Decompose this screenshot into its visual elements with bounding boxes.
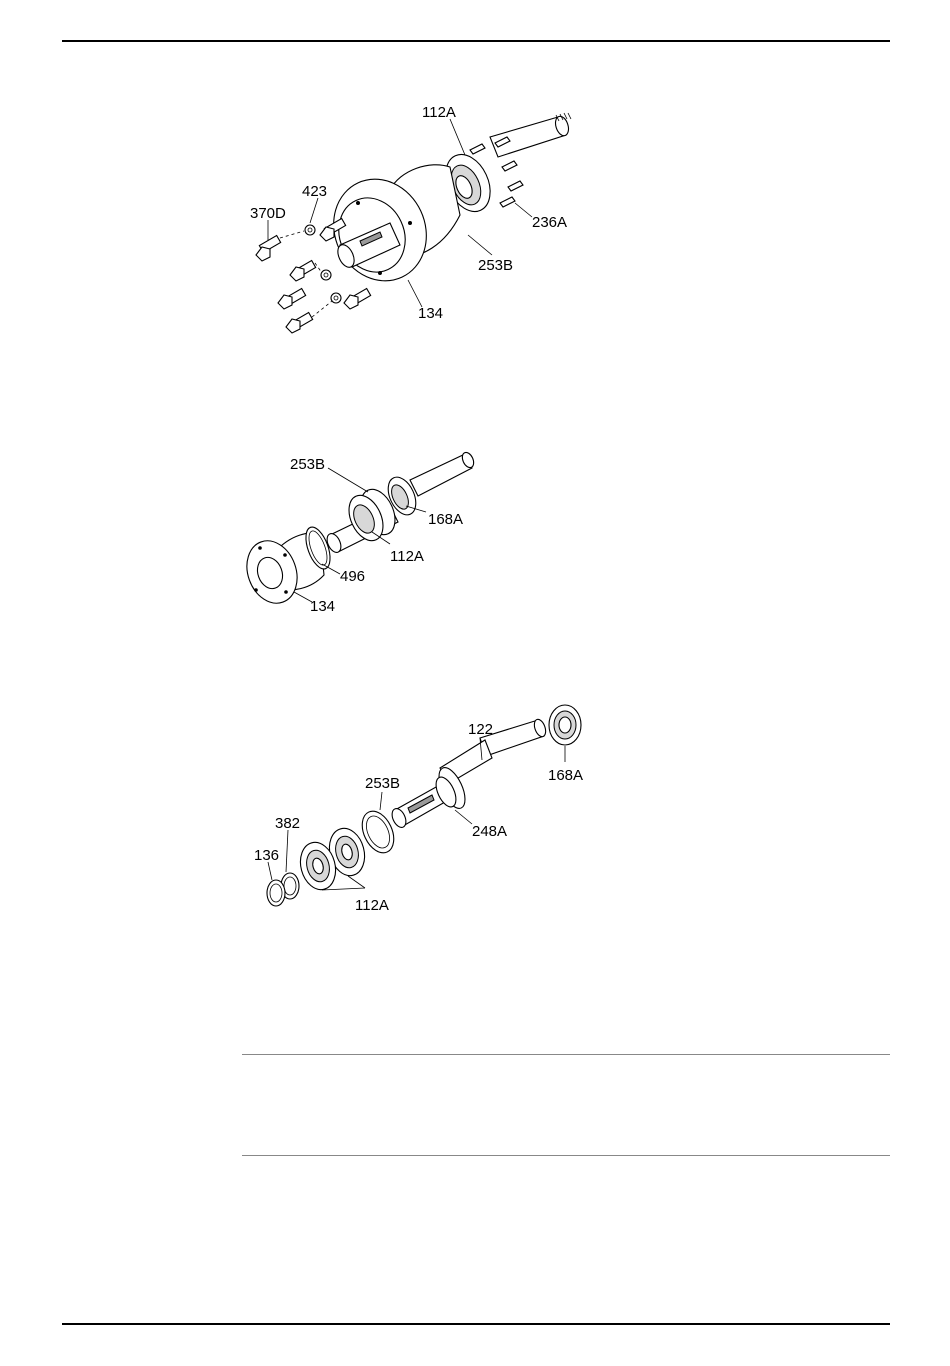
fig1-label-370D: 370D: [250, 205, 286, 222]
fig1-label-423: 423: [302, 183, 327, 200]
figure-shaft-exploded: 122 168A 253B 248A 382 136 112A: [240, 700, 600, 920]
fig3-label-168A: 168A: [548, 767, 583, 784]
fig3-label-136: 136: [254, 847, 279, 864]
fig2-label-134: 134: [310, 598, 335, 615]
lock-nut-136: [267, 880, 285, 906]
bearing-168A: [549, 705, 581, 745]
figure-partial-disassembly: 253B 168A 112A 496 134: [240, 440, 500, 625]
section-rule-bottom: [242, 1155, 890, 1156]
fig2-label-112A: 112A: [390, 548, 424, 565]
fig3-label-253B: 253B: [365, 775, 400, 792]
fig3-label-382: 382: [275, 815, 300, 832]
fig3-label-248A: 248A: [472, 823, 507, 840]
figure-bearing-housing-assembly: 112A 423 370D 236A 253B 134: [240, 95, 600, 345]
fig3-label-122: 122: [468, 721, 493, 738]
fig2-label-496: 496: [340, 568, 365, 585]
section-rule-top: [242, 1054, 890, 1055]
fig2-label-253B: 253B: [290, 456, 325, 473]
fig1-label-134: 134: [418, 305, 443, 322]
fig1-label-236A: 236A: [532, 214, 567, 231]
fig1-label-253B: 253B: [478, 257, 513, 274]
header-rule: [62, 40, 890, 42]
fig3-label-112A: 112A: [355, 897, 389, 914]
fig1-label-112A: 112A: [422, 104, 456, 121]
shaft-rear: [490, 113, 571, 157]
fig2-label-168A: 168A: [428, 511, 463, 528]
footer-rule: [62, 1323, 890, 1325]
